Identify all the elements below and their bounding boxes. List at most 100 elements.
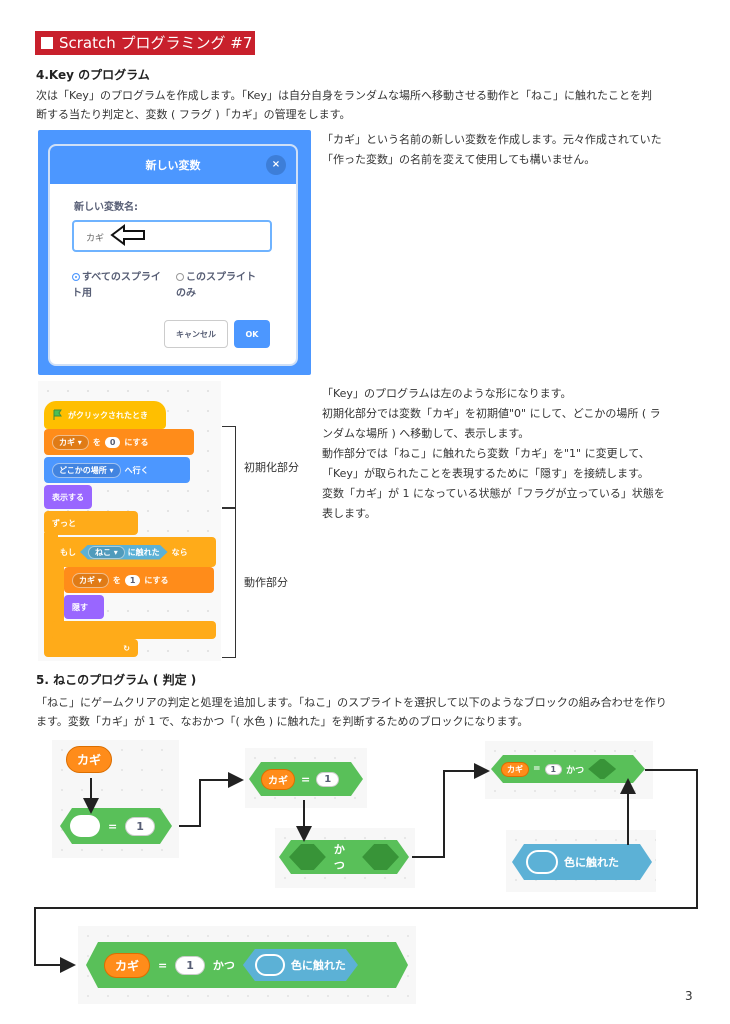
- when-flag-clicked-block[interactable]: がクリックされたとき: [44, 401, 166, 429]
- touching-dropdown[interactable]: ねこ ▾: [88, 546, 125, 559]
- to-label: を: [92, 437, 101, 447]
- note2-line: 「Key」が取られたことを表現するために「隠す」を接続します。: [322, 467, 649, 480]
- touching-color-label: 色に触れた: [290, 959, 346, 972]
- init-brace: [222, 426, 236, 508]
- variable-name-value: カギ: [86, 234, 105, 244]
- banner-title: Scratch プログラミング #7: [59, 34, 253, 52]
- dialog-title: 新しい変数: [145, 159, 201, 172]
- ok-button[interactable]: OK: [234, 320, 270, 348]
- forever-block-end: ↻: [44, 639, 138, 657]
- radio-this-label: このスプライト: [186, 272, 256, 283]
- show-block[interactable]: 表示する: [44, 485, 92, 509]
- loop-arrow-icon: ↻: [123, 643, 130, 653]
- panel-final: カギ = 1 かつ 色に触れた: [78, 926, 416, 1004]
- panel-equals-empty: カギ = 1: [52, 740, 179, 858]
- kagi-label: カギ: [261, 769, 295, 790]
- variable-name-label: 新しい変数名:: [74, 202, 138, 213]
- section5-intro-line2: ます。変数「カギ」が 1 で、なおかつ「( 水色 ) に触れた」を判断するための…: [36, 715, 529, 728]
- radio-all-sprites[interactable]: すべてのスプライ ト用: [72, 270, 161, 302]
- and-block[interactable]: かつ: [279, 840, 409, 874]
- arrow-equals-to-filled: [179, 772, 244, 827]
- and-label: かつ: [566, 765, 585, 776]
- var-name: カギ: [59, 437, 75, 447]
- radio-all-label: すべてのスプライ: [82, 272, 161, 283]
- to-label-2: を: [112, 575, 121, 585]
- note2-line: 変数「カギ」が 1 になっている状態が「フラグが立っている」状態を: [322, 487, 665, 500]
- panel-and: かつ: [275, 828, 415, 888]
- note1-line2: 「作った変数」の名前を変えて使用しても構いません。: [322, 153, 596, 166]
- var-name-2: カギ: [79, 575, 95, 585]
- radio-this-label-2: のみ: [176, 288, 196, 299]
- value-input-0[interactable]: 0: [104, 436, 121, 448]
- value-input-1[interactable]: 1: [124, 574, 141, 586]
- panel-equals-filled: カギ = 1: [245, 748, 367, 808]
- equals-sign: =: [108, 819, 118, 833]
- close-icon[interactable]: ×: [266, 155, 286, 175]
- section4-intro-line2: 断する当たり判定と、変数 ( フラグ )「カギ」の管理をします。: [36, 108, 351, 121]
- forever-block[interactable]: ずっと: [44, 511, 138, 535]
- set-variable-0-block[interactable]: カギ ▾ を 0 にする: [44, 429, 194, 455]
- goto-random-block[interactable]: どこかの場所 ▾ へ行く: [44, 457, 190, 483]
- variable-dropdown-2[interactable]: カギ ▾: [72, 572, 109, 588]
- goto-suffix-label: へ行く: [124, 465, 149, 475]
- if-block-end: [52, 621, 216, 639]
- set-suffix-label: にする: [124, 437, 149, 447]
- panel-touching-color: 色に触れた: [506, 830, 656, 892]
- touching-sprite-condition[interactable]: ねこ ▾ に触れた: [80, 545, 168, 560]
- hide-block[interactable]: 隠す: [64, 595, 104, 619]
- note2: 「Key」のプログラムは左のような形になります。 初期化部分では変数「カギ」を初…: [322, 384, 702, 524]
- equals-sign: =: [533, 764, 541, 774]
- set-variable-1-block[interactable]: カギ ▾ を 1 にする: [64, 567, 214, 593]
- color-swatch[interactable]: [526, 850, 558, 874]
- value-one[interactable]: 1: [316, 772, 339, 787]
- if-then-block[interactable]: もし ねこ ▾ に触れた なら: [52, 537, 216, 567]
- green-flag-icon: [53, 409, 62, 420]
- and-label: かつ: [333, 843, 345, 872]
- section4-heading: 4.Key のプログラム: [36, 68, 150, 82]
- touching-color-block[interactable]: 色に触れた: [243, 949, 358, 981]
- kagi-variable-reporter[interactable]: カギ: [66, 746, 113, 773]
- equals-block[interactable]: = 1: [60, 808, 172, 844]
- note2-line: 「Key」のプログラムは左のような形になります。: [322, 387, 572, 400]
- page-number: 3: [685, 989, 693, 1003]
- variable-dropdown[interactable]: カギ ▾: [52, 434, 89, 450]
- equals-sign: =: [301, 772, 311, 786]
- value-one[interactable]: 1: [175, 956, 205, 975]
- cancel-button[interactable]: キャンセル: [164, 320, 228, 348]
- equals-sign: =: [158, 958, 168, 972]
- note2-line: ンダムな場所 ) へ移動して、表示します。: [322, 427, 530, 440]
- touching-color-label: 色に触れた: [564, 856, 619, 869]
- then-label: なら: [171, 547, 188, 557]
- and-right-slot[interactable]: [588, 759, 616, 779]
- radio-selected-icon: [72, 273, 80, 281]
- radio-all-label-2: ト用: [72, 288, 92, 299]
- new-variable-dialog: 新しい変数 × 新しい変数名: カギ すべてのスプライ ト用 このスプライト の…: [48, 144, 298, 366]
- touching-suffix: に触れた: [127, 547, 160, 557]
- value-one[interactable]: 1: [545, 764, 563, 775]
- set-suffix-label-2: にする: [144, 575, 169, 585]
- kagi-label: カギ: [104, 953, 150, 978]
- equals-block-filled[interactable]: カギ = 1: [249, 762, 363, 796]
- init-section-label: 初期化部分: [244, 461, 299, 474]
- section-banner: Scratch プログラミング #7: [35, 31, 255, 55]
- square-icon: [41, 37, 53, 49]
- and-block-partial[interactable]: カギ = 1 かつ: [491, 755, 645, 783]
- note2-line: 初期化部分では変数「カギ」を初期値"0" にして、どこかの場所 ( ラ: [322, 407, 661, 420]
- radio-unselected-icon: [176, 273, 184, 281]
- value-one[interactable]: 1: [125, 817, 155, 836]
- goto-target: どこかの場所: [59, 465, 107, 475]
- variable-name-input[interactable]: カギ: [72, 220, 272, 252]
- final-and-block[interactable]: カギ = 1 かつ 色に触れた: [86, 942, 408, 988]
- goto-dropdown[interactable]: どこかの場所 ▾: [52, 462, 121, 478]
- touching-color-block[interactable]: 色に触れた: [512, 844, 652, 880]
- when-flag-label: がクリックされたとき: [68, 410, 148, 420]
- color-swatch[interactable]: [255, 954, 285, 976]
- arrow-left-icon: [110, 224, 145, 246]
- kagi-label: カギ: [501, 762, 529, 777]
- kagi-label: カギ: [66, 746, 113, 773]
- radio-this-sprite[interactable]: このスプライト のみ: [176, 270, 256, 302]
- touching-target: ねこ: [95, 547, 111, 557]
- note2-line: 表します。: [322, 507, 376, 520]
- empty-slot[interactable]: [70, 815, 100, 837]
- note1-line1: 「カギ」という名前の新しい変数を作成します。元々作成されていた: [322, 133, 662, 146]
